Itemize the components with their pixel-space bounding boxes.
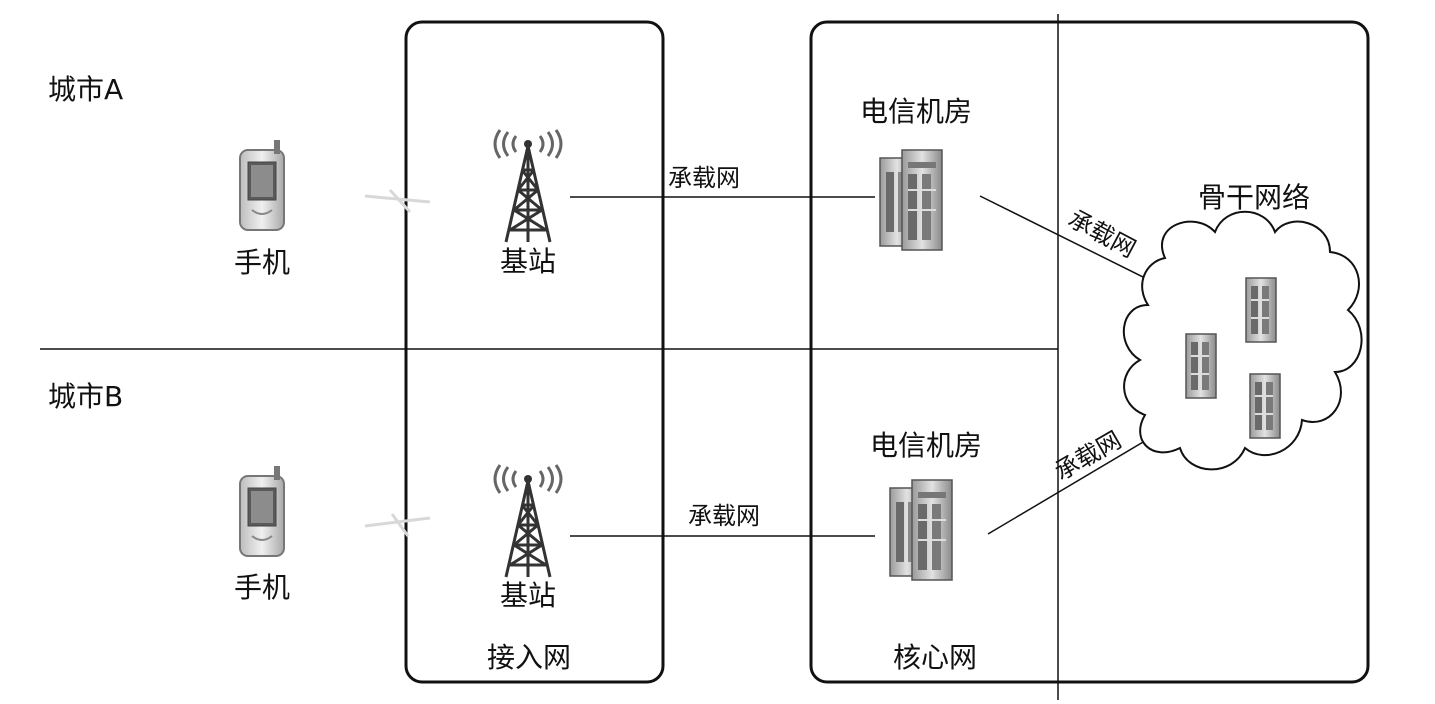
access-network-box	[404, 20, 665, 684]
backbone-server-icon	[1185, 333, 1217, 399]
radio-link-mark-a	[364, 188, 431, 214]
antenna-tower-icon	[493, 128, 563, 244]
backbone-bearer-line-b	[987, 437, 1151, 535]
radio-link-mark-b	[364, 513, 431, 537]
backbone-label: 骨干网络	[1198, 181, 1311, 214]
telecom-room-label-a: 电信机房	[860, 95, 973, 128]
city-b-label: 城市B	[48, 380, 124, 413]
phone-icon	[239, 465, 285, 557]
phone-label-b: 手机	[234, 571, 291, 604]
phone-icon	[239, 139, 285, 231]
telecom-room-label-b: 电信机房	[870, 429, 983, 462]
server-rack-icon	[889, 479, 953, 581]
core-network-box	[809, 20, 1370, 684]
access-network-label: 接入网	[487, 641, 572, 674]
cloud-icon	[1122, 210, 1363, 471]
server-rack-icon	[879, 149, 943, 251]
antenna-tower-icon	[493, 463, 563, 579]
base-station-label-a: 基站	[500, 245, 557, 278]
core-network-label: 核心网	[893, 641, 978, 674]
city-a-label: 城市A	[48, 73, 124, 106]
backbone-bearer-line-a	[979, 195, 1146, 279]
phone-label-a: 手机	[234, 246, 291, 279]
bearer-label-a: 承载网	[668, 164, 740, 192]
base-station-label-b: 基站	[500, 579, 557, 612]
backbone-server-icon	[1249, 373, 1281, 439]
bearer-label-b: 承载网	[688, 502, 760, 530]
backbone-server-icon	[1245, 277, 1277, 343]
